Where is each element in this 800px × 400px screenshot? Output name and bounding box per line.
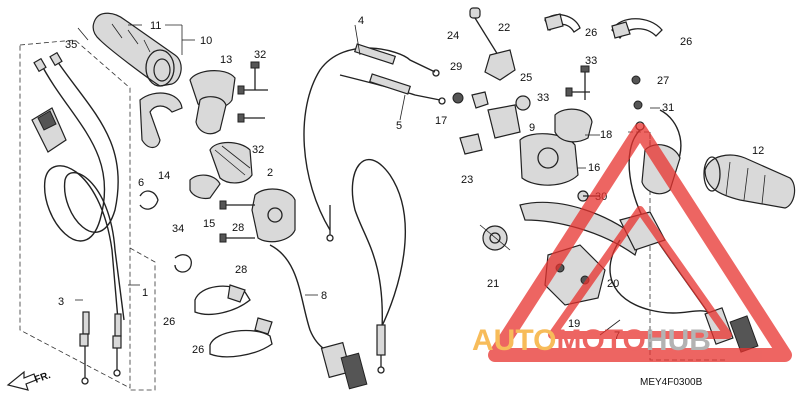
part-label-32-a: 32	[254, 49, 266, 61]
part-label-20: 20	[607, 278, 619, 290]
watermark-moto: MOTO	[556, 324, 645, 357]
warning-triangle-inner-icon	[548, 206, 732, 339]
throttle-grip	[92, 12, 182, 87]
part-label-14: 14	[158, 170, 170, 182]
part-label-group: 1 2 3 4 5 6 7 8 9 10 11 12 13 14 15 16 1…	[58, 15, 764, 356]
part-label-8: 8	[321, 290, 327, 302]
clutch-assembly	[452, 7, 641, 306]
watermark-auto: AUTO	[472, 324, 556, 357]
part-label-23: 23	[461, 174, 473, 186]
part-label-35: 35	[65, 39, 77, 51]
center-cables	[269, 43, 446, 390]
part-label-26-d: 26	[192, 344, 204, 356]
part-label-1: 1	[142, 287, 148, 299]
part-label-26-c: 26	[163, 316, 175, 328]
part-label-17: 17	[435, 115, 447, 127]
front-direction-label: FR.	[33, 370, 52, 386]
part-label-24: 24	[447, 30, 459, 42]
part-label-4: 4	[358, 15, 364, 27]
front-direction-marker: FR.	[6, 370, 52, 391]
left-cable-group	[19, 39, 156, 391]
part-label-11: 11	[150, 20, 161, 32]
part-label-19: 19	[568, 318, 580, 330]
part-label-22: 22	[498, 22, 510, 34]
part-label-28-a: 28	[232, 222, 244, 234]
svg-text:AUTOMOTOHUB: AUTOMOTOHUB	[472, 324, 711, 357]
automotohub-watermark: AUTOMOTOHUB	[472, 123, 792, 362]
part-label-5: 5	[396, 120, 402, 132]
part-label-9: 9	[529, 122, 535, 134]
part-label-31: 31	[662, 102, 674, 114]
part-label-3: 3	[58, 296, 64, 308]
watermark-hub: HUB	[646, 324, 711, 357]
part-label-32-b: 32	[252, 144, 264, 156]
part-label-28-b: 28	[235, 264, 247, 276]
throttle-housing	[139, 70, 296, 243]
part-label-33-a: 33	[585, 55, 597, 67]
front-arrow-icon	[6, 370, 37, 391]
part-label-15: 15	[203, 218, 215, 230]
part-label-27: 27	[657, 75, 669, 87]
part-label-13: 13	[220, 54, 232, 66]
bands-lower-left	[194, 284, 273, 358]
part-label-26-a: 26	[585, 27, 597, 39]
part-label-33-b: 33	[537, 92, 549, 104]
part-label-6: 6	[138, 177, 144, 189]
fasteners	[139, 61, 268, 273]
warning-triangle-icon	[488, 123, 792, 362]
right-wiring-group	[609, 18, 796, 361]
part-label-34: 34	[172, 223, 184, 235]
diagram-code: MEY4F0300B	[640, 377, 703, 388]
part-label-21: 21	[487, 278, 499, 290]
part-label-18: 18	[600, 129, 612, 141]
part-label-12: 12	[752, 145, 764, 157]
part-label-26-b: 26	[680, 36, 692, 48]
part-label-16: 16	[588, 162, 600, 174]
part-label-2: 2	[267, 167, 273, 179]
part-label-10: 10	[200, 35, 212, 47]
part-label-29: 29	[450, 61, 462, 73]
part-label-25: 25	[520, 72, 532, 84]
